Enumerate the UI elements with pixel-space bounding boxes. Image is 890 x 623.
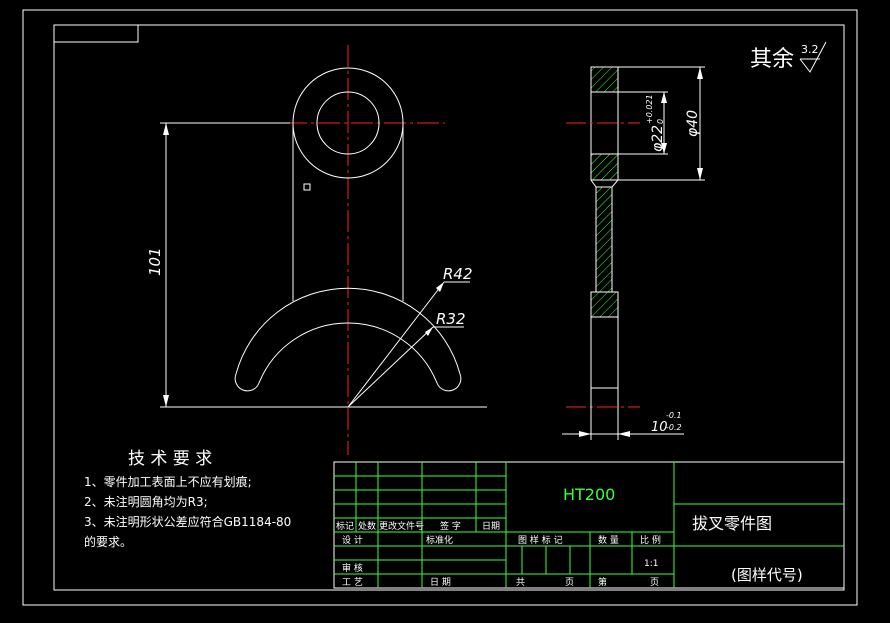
hatch-web [595,186,613,293]
front-view: R42 R32 101 [146,45,487,455]
tech-req-line-1: 1、零件加工表面上不应有划痕; [84,474,252,489]
thickness-tol-upper: -0.1 [666,411,682,420]
label-total: 共 [516,577,525,588]
roughness-prefix: 其余 [750,47,794,72]
hatch-middle [590,153,619,181]
label-count: 处数 [358,520,376,532]
tech-req-line-4: 的要求。 [84,534,132,549]
side-view: φ22 +0.021 0 φ40 10 -0.1 -0.2 [562,66,705,440]
r32-label: R32 [436,310,466,328]
tech-req-line-3: 3、未注明形状公差应符合GB1184-80 [84,514,291,529]
label-date-2: 日 期 [430,577,451,588]
label-scale: 比 例 [640,534,661,546]
r42-label: R42 [443,265,473,283]
title-block [333,461,845,589]
part-name: 拔叉零件图 [692,514,772,533]
hatch-top [590,66,619,93]
label-process: 工 艺 [342,577,363,588]
small-square-mark [303,183,311,191]
label-mark: 标记 [336,520,354,532]
hatch-bottom [590,291,619,318]
outer-dia-dimension-label: φ40 [685,110,701,137]
roughness-icon [799,41,827,73]
material-label: HT200 [563,485,615,504]
hub-bore-circle [316,91,380,155]
outer-frame [22,9,858,606]
surface-roughness-note: 其余 3.2 [750,41,827,73]
label-quantity: 数 量 [598,534,619,546]
tech-req-line-2: 2、未注明圆角均为R3; [84,494,208,509]
title-block-text: HT200 拔叉零件图 (图样代号) 标记 处数 更改文件号 签 字 日期 设 … [336,485,803,588]
bore-tol-upper: +0.021 [645,94,654,124]
inner-frame [53,24,845,591]
technical-requirements: 技 术 要 求 1、零件加工表面上不应有划痕; 2、未注明圆角均为R3; 3、未… [84,449,291,549]
label-design: 设 计 [342,534,363,546]
label-sheet-2: 页 [650,577,659,588]
tech-req-title: 技 术 要 求 [128,449,212,469]
r42-leader [347,281,445,408]
label-page-of: 第 [598,576,607,588]
label-drawing-mark: 图 样 标 记 [518,534,563,546]
thickness-dimension-label: 10 [651,420,668,435]
bore-dimension-label: φ22 [650,125,666,152]
code-box [53,24,139,43]
height-dimension-label: 101 [146,247,164,276]
r32-leader [347,326,434,408]
fork-arc [234,287,462,392]
bore-tol-lower: 0 [656,119,665,124]
thickness-tol-lower: -0.2 [666,423,682,432]
label-change-doc: 更改文件号 [379,520,424,532]
roughness-value: 3.2 [801,43,819,56]
label-review: 审 核 [342,562,363,574]
label-date: 日期 [482,521,500,532]
drawing-code: (图样代号) [731,566,803,584]
scale-value: 1:1 [644,559,658,569]
label-signature: 签 字 [440,520,461,532]
label-standardize: 标准化 [426,534,453,546]
label-sheet: 页 [565,577,574,588]
